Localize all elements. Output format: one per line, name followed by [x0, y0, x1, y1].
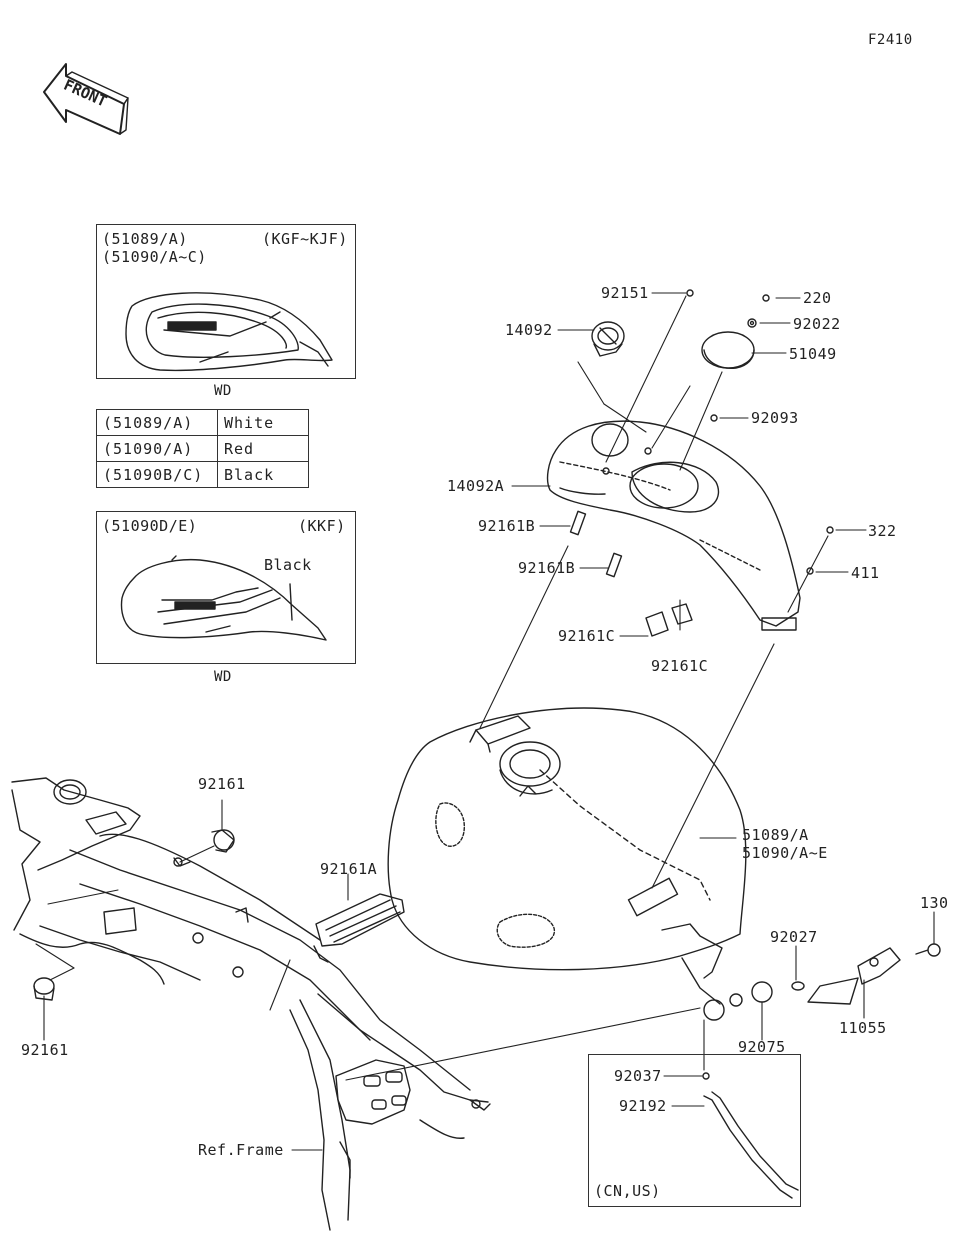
part-label-92161C-1: 92161C: [558, 627, 616, 645]
part-label-51049: 51049: [789, 345, 837, 363]
part-label-92022: 92022: [793, 315, 841, 333]
part-label-11055: 11055: [839, 1019, 887, 1037]
front-arrow-icon: FRONT: [43, 63, 129, 135]
color-row: (51090/A) Red: [96, 435, 309, 462]
part-label-92093: 92093: [751, 409, 799, 427]
inset-bottom-caption: WD: [214, 669, 232, 685]
inset-bottom-models: (KKF): [298, 517, 346, 535]
part-label-51090AE: 51090/A~E: [742, 844, 828, 862]
part-label-92161C-2: 92161C: [651, 657, 709, 675]
part-label-14092A: 14092A: [447, 477, 505, 495]
color-code: (51089/A): [96, 409, 218, 436]
cap-14092: [591, 321, 625, 357]
color-name: Black: [217, 461, 309, 488]
region-note: (CN,US): [594, 1182, 661, 1200]
color-code: (51090/A): [96, 435, 218, 462]
valve-parts: [751, 943, 941, 1005]
frame-drawing: [11, 777, 491, 1231]
color-row: (51090B/C) Black: [96, 461, 309, 488]
inset-top-tank-drawing: [125, 292, 333, 372]
part-label-92161-left: 92161: [21, 1041, 69, 1059]
tank-cover-14092A: [546, 420, 801, 631]
inset-top-codes-line1: (51089/A): [102, 230, 188, 248]
color-name: White: [217, 409, 309, 436]
region-box: [588, 1054, 801, 1207]
part-label-411: 411: [851, 564, 880, 582]
color-name: Red: [217, 435, 309, 462]
fuel-tank: [387, 707, 747, 1021]
part-label-92027: 92027: [770, 928, 818, 946]
color-table: (51089/A) White (51090/A) Red (51090B/C)…: [96, 409, 309, 488]
small-fasteners: [686, 289, 834, 575]
part-label-92075: 92075: [738, 1038, 786, 1056]
part-label-51089A: 51089/A: [742, 826, 809, 844]
rubber-92161A: [313, 893, 405, 963]
cushions: [569, 510, 693, 637]
inset-top-codes-line2: (51090/A~C): [102, 248, 207, 266]
rubber-92161-top: [173, 829, 235, 867]
color-row: (51089/A) White: [96, 409, 309, 436]
part-label-92037: 92037: [614, 1067, 662, 1085]
inset-top-models: (KGF~KJF): [262, 230, 348, 248]
hose-92192: [702, 1072, 799, 1199]
inset-top-box: [96, 224, 356, 379]
inset-top-caption: WD: [214, 383, 232, 399]
emblem-51049: [701, 331, 755, 369]
part-label-92192: 92192: [619, 1097, 667, 1115]
part-label-92161B-2: 92161B: [518, 559, 576, 577]
figure-code: F2410: [868, 32, 913, 48]
part-label-92161-top: 92161: [198, 775, 246, 793]
part-label-92161A: 92161A: [320, 860, 378, 878]
part-label-92161B-1: 92161B: [478, 517, 536, 535]
part-label-220: 220: [803, 289, 832, 307]
part-label-322: 322: [868, 522, 897, 540]
leader-lines: [35, 292, 935, 1151]
part-label-14092: 14092: [505, 321, 553, 339]
part-label-130: 130: [920, 894, 949, 912]
inset-bottom-tank-drawing: [120, 555, 327, 641]
inset-bottom-codes: (51090D/E): [102, 517, 198, 535]
inset-bottom-box: [96, 511, 356, 664]
inset-bottom-color-note: Black: [264, 556, 312, 574]
color-code: (51090B/C): [96, 461, 218, 488]
ref-frame-label: Ref.Frame: [198, 1141, 284, 1159]
part-label-92151: 92151: [601, 284, 649, 302]
